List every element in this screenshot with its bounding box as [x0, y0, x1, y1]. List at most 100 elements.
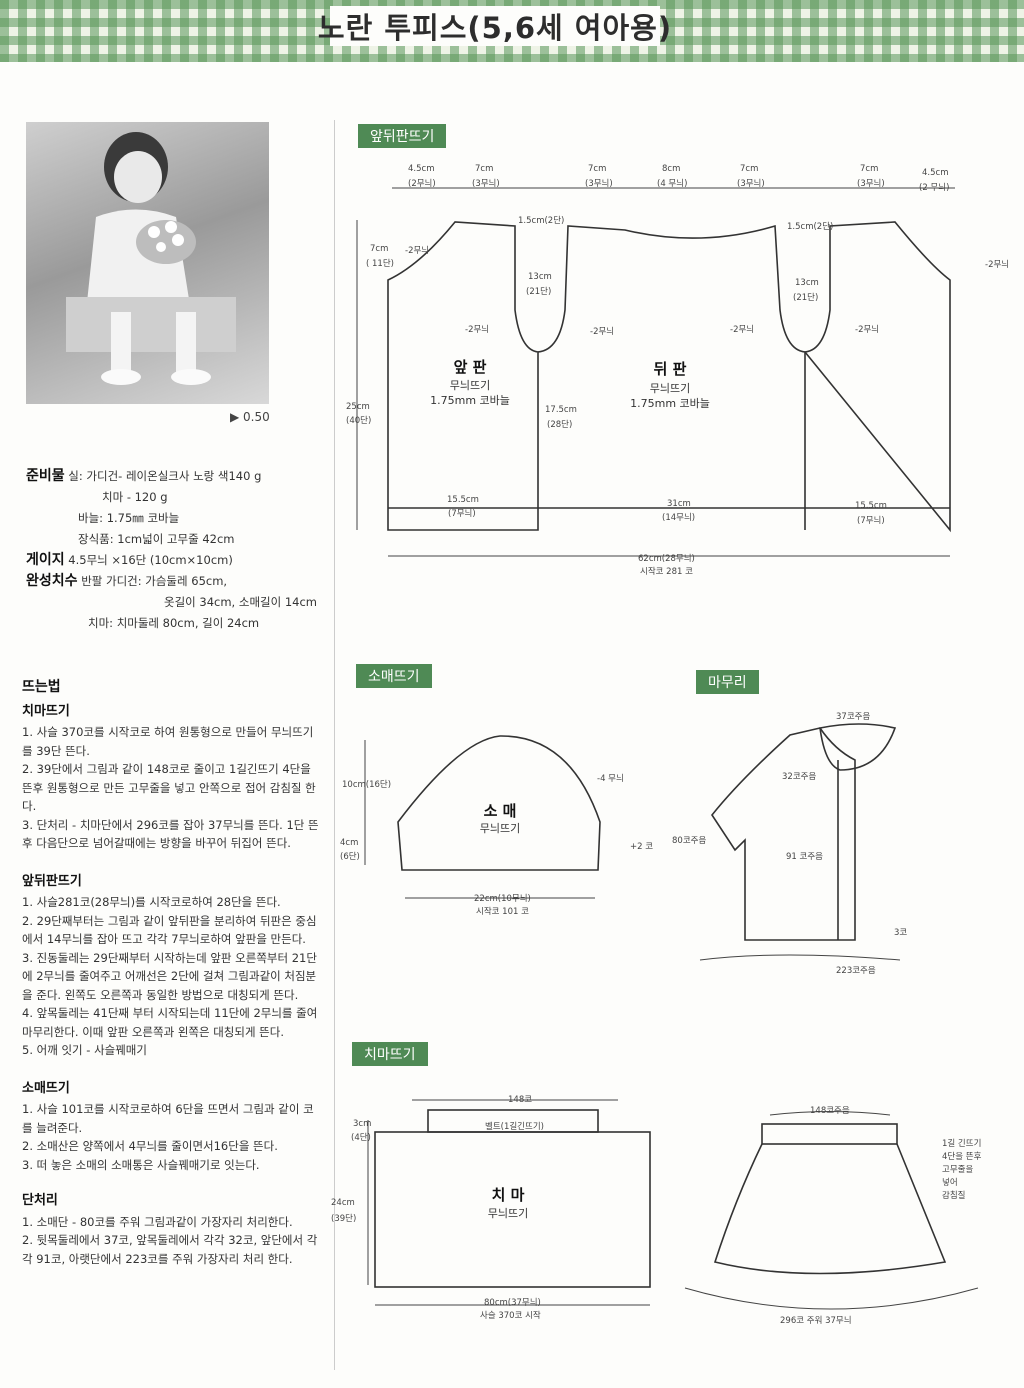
- neck-right-depth: 13cm: [795, 278, 819, 288]
- skirt-width: 80cm(37무늬): [484, 1298, 541, 1308]
- skirt-height: 24cm: [331, 1198, 355, 1208]
- materials-notions: 장식품: 1cm넓이 고무줄 42cm: [78, 532, 235, 546]
- dim-top-3b: (3무늬): [585, 179, 613, 189]
- dim-top-5b: (3무늬): [737, 179, 765, 189]
- skirt-start-chain: 사슬 370코 시작: [480, 1311, 541, 1321]
- instructions-title: 뜨는법: [22, 679, 61, 695]
- materials-yarn: 실: 가디건- 레이온실크사 노랑 색140 g: [68, 469, 262, 483]
- dec-armhole-right: -2무늬: [985, 260, 1010, 270]
- finish-diagram-heading: 마무리: [696, 670, 759, 694]
- dim-top-1b: (2무늬): [408, 179, 436, 189]
- child-photo: [26, 122, 269, 404]
- body-lower-height: 17.5cm: [545, 405, 577, 415]
- body-step-1: 1. 사슬281코(28무늬)를 시작코로하여 28단을 뜬다.: [22, 895, 281, 909]
- sleeve-section-heading: 소매뜨기: [22, 1080, 70, 1096]
- skirt-section-heading: 치마뜨기: [22, 703, 70, 719]
- sleeve-diagram-heading: 소매뜨기: [356, 664, 432, 688]
- sleeve-step-3: 3. 떠 놓은 소매의 소매통은 사슬꿰매기로 잇는다.: [22, 1157, 260, 1172]
- skirt-title: 치 마: [491, 1186, 525, 1204]
- skirt-hem-count: 296코 주워 37무늬: [780, 1316, 852, 1326]
- size-cardigan-2: 옷길이 34cm, 소매길이 14cm: [164, 595, 317, 609]
- dim-top-2b: (3무늬): [472, 179, 500, 189]
- skirt-step-1: 1. 사슬 370코를 시작코로 하여 원통형으로 만들어 무늬뜨기를 39단 …: [22, 725, 314, 758]
- dim-top-4b: (4 무늬): [657, 179, 688, 189]
- dim-top-6: 7cm: [860, 164, 879, 174]
- sleeve-cap-height: 10cm(16단): [342, 780, 392, 790]
- dim-top-1: 4.5cm: [408, 164, 435, 174]
- skirt-step-3: 3. 단처리 - 치마단에서 296코를 잡아 37무늬를 뜬다. 1단 뜬후 …: [22, 817, 319, 851]
- skirt-diagram-heading: 치마뜨기: [352, 1042, 428, 1066]
- skirt-belt-rows: (4단): [351, 1133, 371, 1143]
- size-skirt: 치마: 치마둘레 80cm, 길이 24cm: [88, 616, 260, 630]
- skirt-step-2: 2. 39단에서 그림과 같이 148코로 줄이고 1길긴뜨기 4단을 뜬후 원…: [22, 762, 316, 813]
- dim-top-7: 4.5cm: [922, 168, 949, 178]
- materials-hook: 바늘: 1.75㎜ 코바늘: [78, 511, 180, 525]
- skirt-note-3: 고무줄을: [942, 1165, 974, 1175]
- dec-neck-2: -2무늬: [590, 327, 615, 337]
- hem-right: 15.5cm: [855, 501, 887, 511]
- skirt-note-4: 넣어: [942, 1178, 958, 1188]
- skirt-belt: 벨트(1길긴뜨기): [485, 1122, 544, 1132]
- title-box: 노란 투피스(5,6세 여아용): [318, 6, 671, 46]
- gauge-key: 게이지: [26, 552, 65, 568]
- neck-left-depth: 13cm: [528, 272, 552, 282]
- armhole-left: 7cm: [370, 244, 389, 254]
- back-panel-pattern: 무늬뜨기: [649, 382, 691, 395]
- hem-center: 31cm: [667, 499, 691, 509]
- instructions-block: 뜨는법 치마뜨기 1. 사슬 370코를 시작코로 하여 원통형으로 만들어 무…: [22, 678, 322, 1268]
- body-height: 25cm: [346, 402, 370, 412]
- front-panel-title: 앞 판: [453, 358, 487, 376]
- finish-section-heading: 단처리: [22, 1193, 58, 1208]
- finish-back-neck: 37코주음: [836, 712, 871, 722]
- dim-top-4: 8cm: [662, 164, 681, 174]
- column-divider: [334, 120, 335, 1370]
- materials-skirt-yarn: 치마 - 120 g: [102, 490, 168, 504]
- body-step-3: 3. 진동둘레는 29단째부터 시작하는데 앞판 오른쪽부터 21단에 2무늬를…: [22, 950, 317, 1002]
- front-panel-hook: 1.75mm 코바늘: [430, 394, 510, 407]
- photo-caption: ▶ 0.50: [230, 410, 270, 424]
- sleeve-start-chain: 시작코 101 코: [476, 907, 529, 917]
- dec-neck-1: -2무늬: [465, 325, 490, 335]
- skirt-note-5: 감침질: [942, 1191, 966, 1201]
- finish-step-2: 2. 뒷목둘레에서 37코, 앞목둘레에서 각각 32코, 앞단에서 각각 91…: [22, 1233, 318, 1266]
- dim-top-6b: (3무늬): [857, 179, 885, 189]
- finish-bottom-edge: 223코주음: [836, 966, 876, 976]
- body-diagram-heading: 앞뒤판뜨기: [358, 124, 447, 148]
- size-key: 완성치수: [26, 573, 78, 589]
- materials-block: 준비물 실: 가디건- 레이온실크사 노랑 색140 g 치마 - 120 g …: [26, 466, 326, 634]
- finish-sleeve-edge: 80코주음: [672, 836, 707, 846]
- body-step-5: 5. 어깨 잇기 - 사슬꿰매기: [22, 1043, 147, 1057]
- skirt-waist-count: 148코: [508, 1095, 533, 1105]
- body-step-4: 4. 앞목둘레는 41단째 부터 시작되는데 11단에 2무늬를 줄여 마무리한…: [22, 1006, 318, 1039]
- sleeve-title: 소 매: [483, 802, 517, 820]
- skirt-pattern: 무늬뜨기: [487, 1207, 529, 1220]
- hem-left-rep: (7무늬): [448, 509, 476, 519]
- gauge-value: 4.5무늬 ×16단 (10cm×10cm): [68, 553, 233, 567]
- skirt-belt-height: 3cm: [353, 1119, 372, 1129]
- page-title: 노란 투피스(5,6세 여아용): [317, 11, 673, 45]
- finish-front-edge: 91 코주음: [786, 852, 823, 862]
- sleeve-base-height: 4cm: [340, 838, 359, 848]
- skirt-note-2: 4단을 뜬후: [942, 1152, 982, 1162]
- hem-center-rep: (14무늬): [662, 513, 696, 523]
- sleeve-cap-dec: -4 무늬: [597, 774, 624, 784]
- sleeve-width: 22cm(10무늬): [474, 894, 531, 904]
- body-section-heading: 앞뒤판뜨기: [22, 873, 82, 889]
- back-panel-hook: 1.75mm 코바늘: [630, 397, 710, 410]
- dec-neck-3: -2무늬: [730, 325, 755, 335]
- skirt-note-1: 1길 긴뜨기: [942, 1139, 982, 1149]
- armhole-left-rows: ( 11단): [366, 259, 394, 269]
- dec-armhole-left: -2무늬: [405, 246, 430, 256]
- skirt-right-waist: 148코주음: [810, 1106, 850, 1116]
- body-lower-rows: (28단): [547, 420, 573, 430]
- dim-top-3: 7cm: [588, 164, 607, 174]
- sleeve-base-rows: (6단): [340, 852, 360, 862]
- neck-right-shoulder: 1.5cm(2단): [787, 222, 834, 232]
- neck-right-rows: (21단): [793, 293, 819, 303]
- neck-left-shoulder: 1.5cm(2단): [518, 216, 565, 226]
- dim-top-5: 7cm: [740, 164, 759, 174]
- size-cardigan: 반팔 가디건: 가슴둘레 65cm,: [81, 574, 228, 588]
- finish-front-neck: 32코주음: [782, 772, 817, 782]
